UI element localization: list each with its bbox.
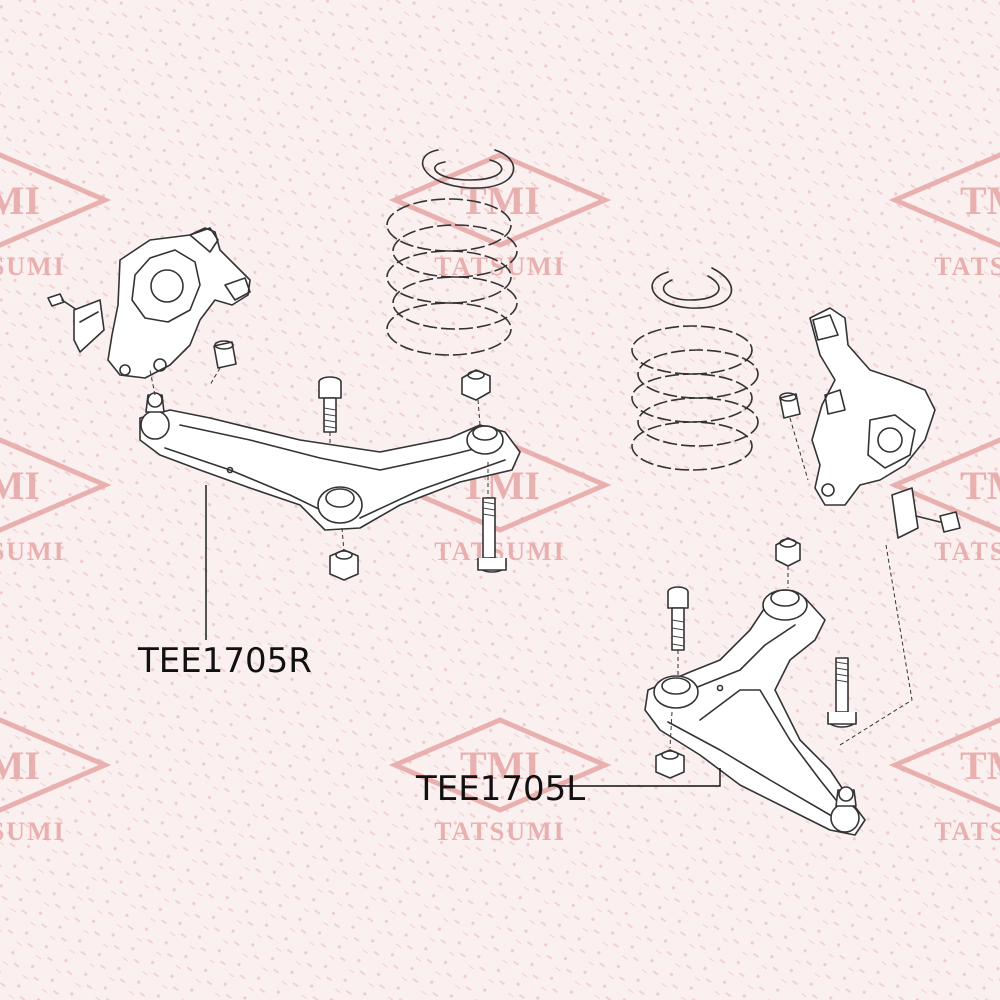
right-knuckle-bolt	[47, 293, 105, 353]
left-arm-front-nut	[655, 711, 685, 779]
spring-coil	[631, 421, 753, 471]
spring-coil	[637, 397, 759, 447]
right-arm-rear-nut	[461, 369, 491, 426]
left-knuckle-nut	[779, 392, 809, 481]
left-lower-control-arm[interactable]	[644, 589, 866, 836]
spring-coil	[386, 250, 512, 304]
left-callout-leader	[556, 768, 721, 787]
left-arm-long-bolt	[827, 657, 857, 728]
spring-coil	[631, 373, 753, 423]
watermark-brand-text: TATSUMI	[934, 252, 1000, 281]
spring-coil	[631, 325, 753, 375]
watermark-logo-text: TMI	[460, 743, 540, 788]
left-arm-front-bolt	[667, 586, 689, 678]
watermark-logo: TMI TATSUMI	[888, 152, 1000, 281]
watermark-brand-text: TATSUMI	[0, 252, 66, 281]
watermark-logo: TMI TATSUMI	[0, 437, 112, 566]
watermark-logo-text: TMI	[0, 743, 40, 788]
left-coil-spring	[631, 325, 759, 471]
right-steering-knuckle	[107, 227, 251, 379]
right-lower-control-arm[interactable]	[139, 369, 521, 531]
left-arm-rear-nut	[775, 537, 801, 588]
left-knuckle-bolt	[891, 487, 961, 539]
watermark-logo-text: TMI	[960, 463, 1000, 508]
left-steering-knuckle	[809, 307, 936, 506]
spring-coil	[392, 224, 518, 278]
spring-coil	[386, 302, 512, 356]
watermark-brand-text: TATSUMI	[934, 537, 1000, 566]
watermark-logo: TMI TATSUMI	[388, 717, 612, 846]
watermark-logo-text: TMI	[960, 178, 1000, 223]
watermark-logo: TMI TATSUMI	[888, 437, 1000, 566]
watermark-brand-text: TATSUMI	[434, 817, 566, 846]
left-arm-part-number: TEE1705L	[415, 769, 585, 809]
spring-coil	[392, 276, 518, 330]
watermark-layer: TMI TATSUMI TMI TATSUMI TMI TATSUMI TMI TATSUMI…	[0, 152, 1000, 846]
left-assembly: TEE1705L	[415, 267, 961, 836]
right-coil-spring	[386, 149, 518, 356]
watermark-brand-text: TATSUMI	[434, 252, 566, 281]
right-knuckle-nut	[209, 340, 237, 386]
watermark-logo-text: TMI	[960, 743, 1000, 788]
right-arm-front-nut	[329, 527, 359, 581]
spring-coil	[386, 198, 512, 252]
right-arm-long-bolt	[477, 462, 507, 573]
watermark-brand-text: TATSUMI	[934, 817, 1000, 846]
watermark-logo: TMI TATSUMI	[888, 717, 1000, 846]
left-spring-seat-ring	[651, 267, 733, 309]
right-assembly: TEE1705R	[47, 149, 521, 681]
watermark-brand-text: TATSUMI	[0, 817, 66, 846]
watermark-logo: TMI TATSUMI	[0, 152, 112, 281]
watermark-logo-text: TMI	[0, 463, 40, 508]
right-arm-part-number: TEE1705R	[137, 641, 312, 681]
spring-coil	[637, 349, 759, 399]
watermark-brand-text: TATSUMI	[0, 537, 66, 566]
watermark-logo-text: TMI	[0, 178, 40, 223]
watermark-logo: TMI TATSUMI	[0, 717, 112, 846]
